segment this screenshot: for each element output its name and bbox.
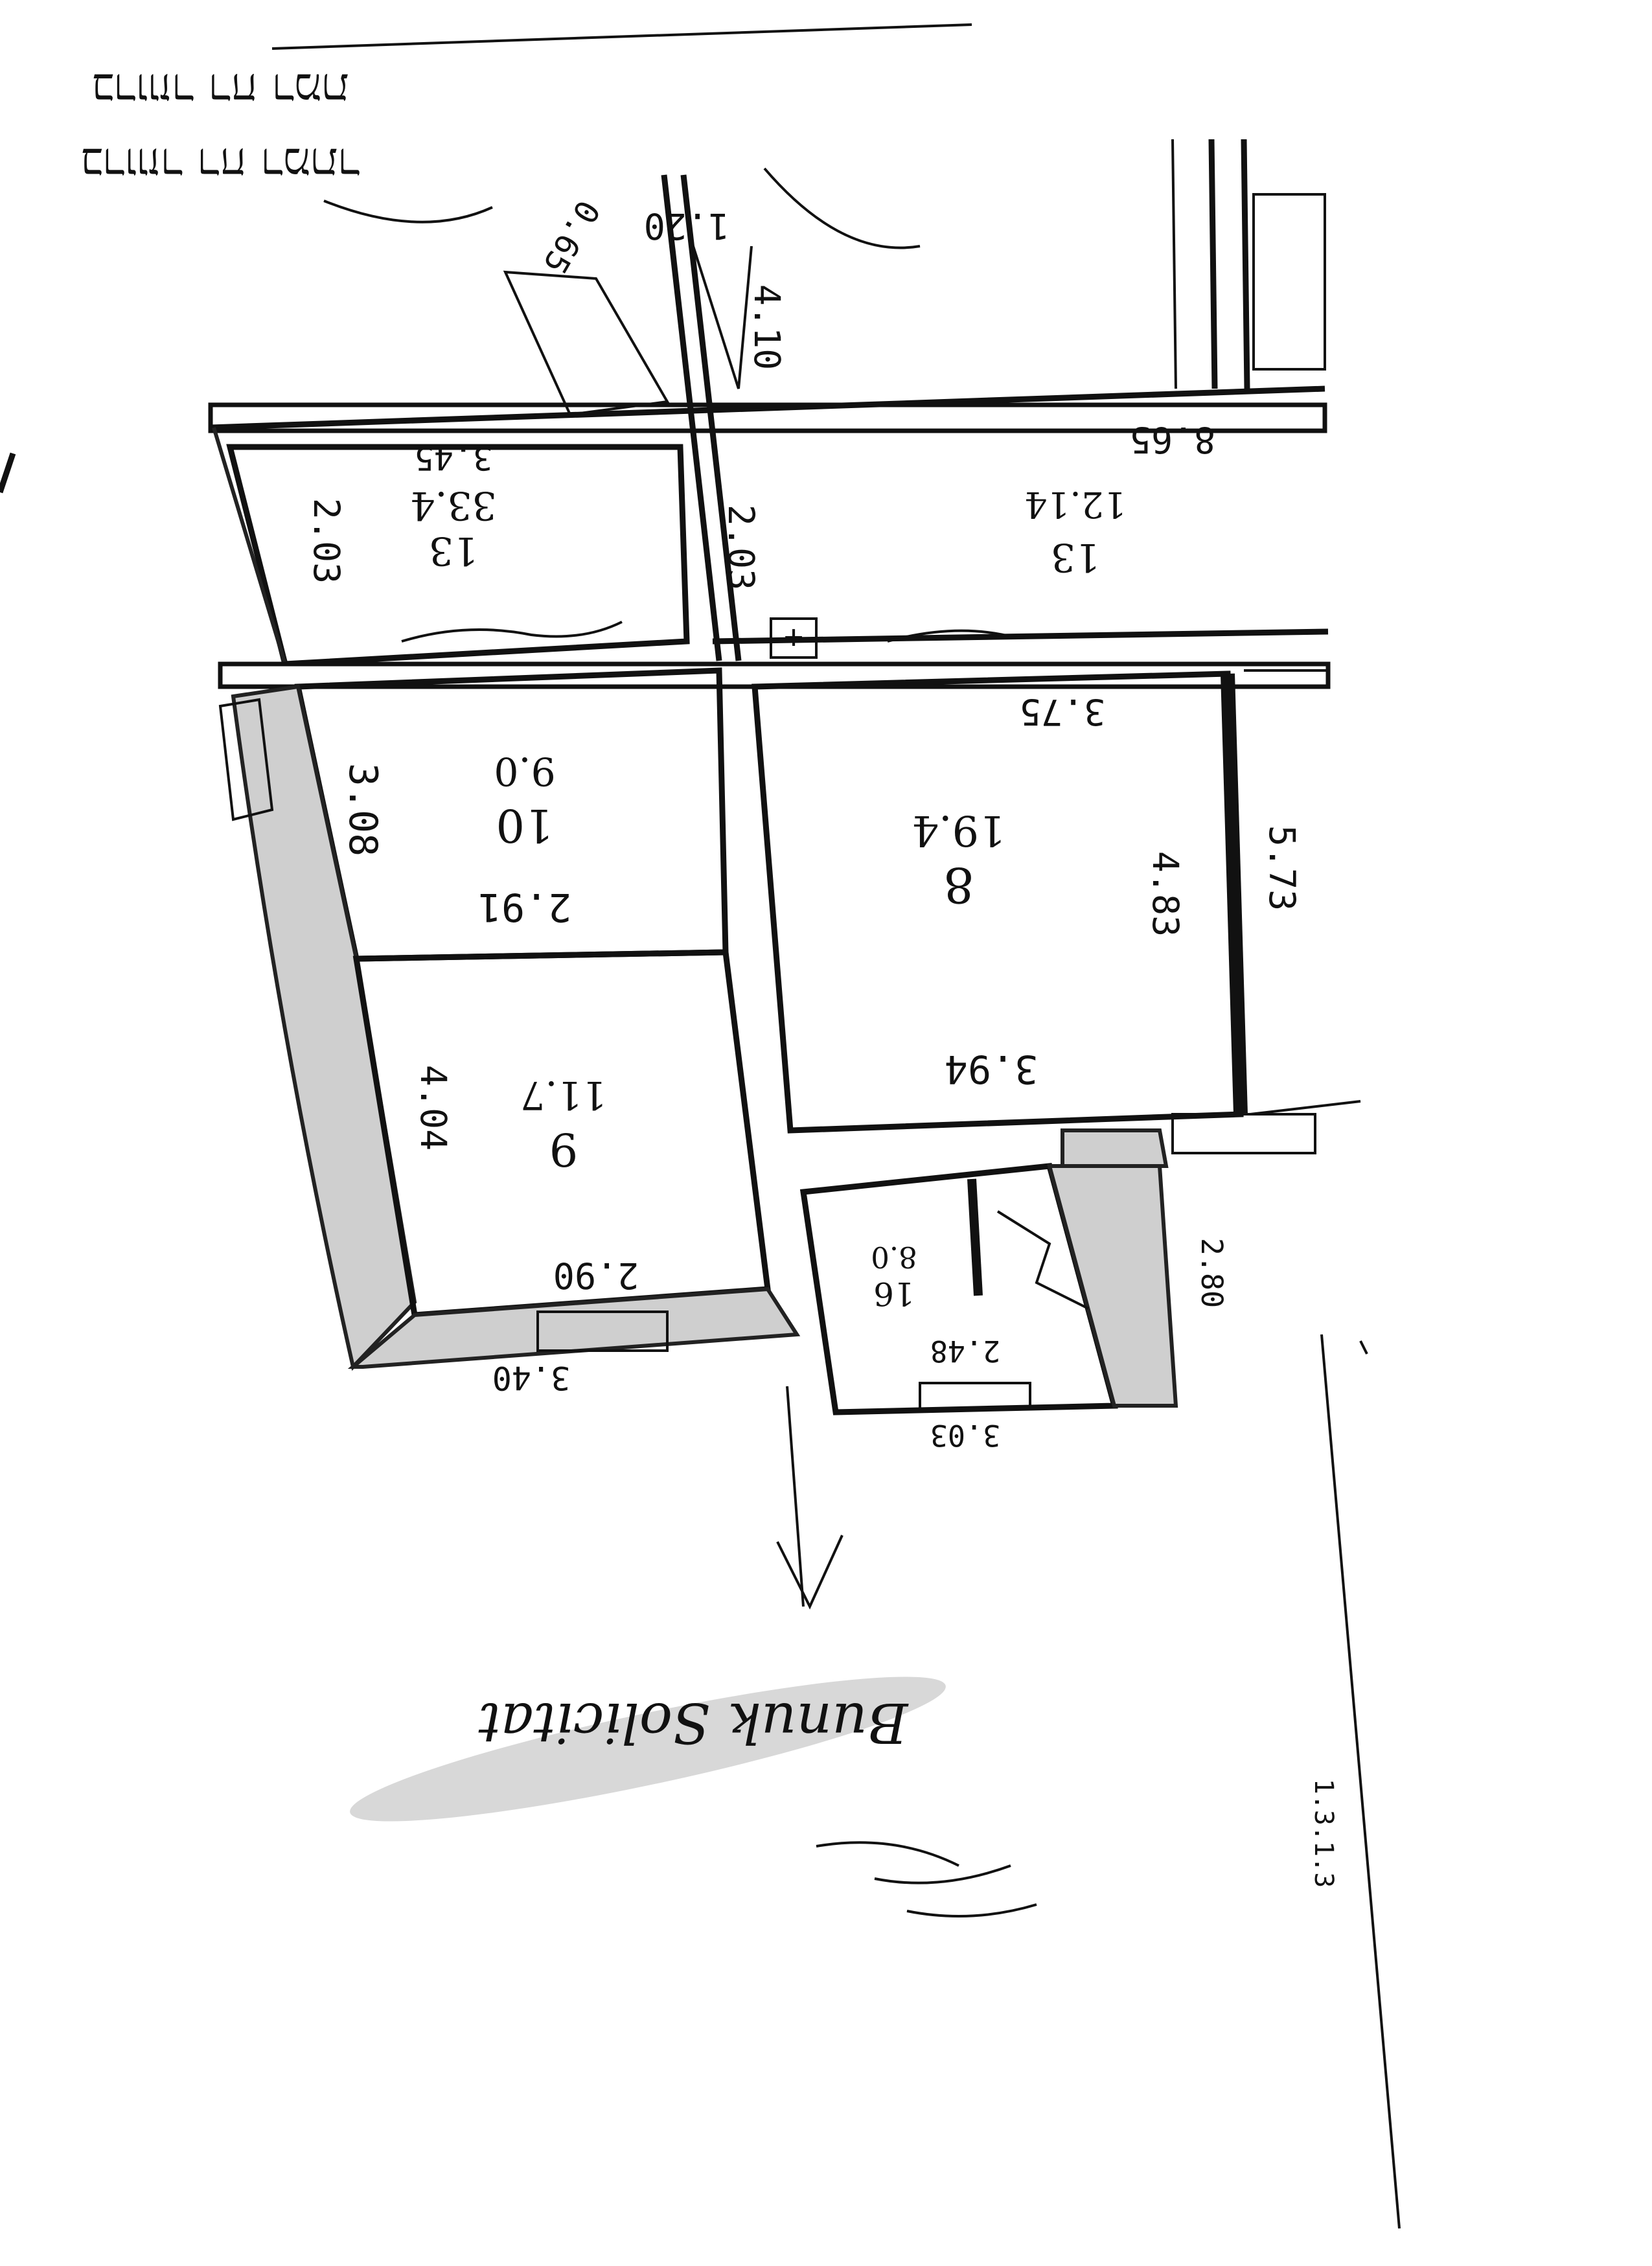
room-16-scribble <box>996 1210 1089 1310</box>
top-mark-1: 1.20 <box>644 205 729 247</box>
room-10-number: 10 <box>496 799 553 852</box>
room-13a-scribble <box>401 621 623 643</box>
room-10-length: 2.91 <box>478 884 572 930</box>
outer-wall-right-3 <box>1171 139 1177 389</box>
room-10-area: 9.0 <box>494 748 555 794</box>
handwritten-note: Bunuk Solicitat <box>478 1690 910 1754</box>
room-16-partition <box>967 1178 983 1296</box>
room-16-number: 16 <box>873 1275 915 1312</box>
margin-note: 1.3.1.3 <box>1309 1779 1338 1888</box>
room-16-side: 2.80 <box>1195 1238 1229 1308</box>
stair-shape-2 <box>692 246 753 389</box>
room-9-area: 11.7 <box>520 1072 607 1117</box>
room-13a-length: 3.45 <box>415 439 492 477</box>
room-9-side: 4.04 <box>413 1065 454 1150</box>
property-line <box>1320 1334 1401 2229</box>
corridor-wall-right <box>680 174 742 661</box>
room-13a-outline <box>226 444 690 667</box>
room-16-right-wall <box>1047 1164 1178 1408</box>
room-9-bottom: 2.90 <box>553 1255 639 1296</box>
edge-mark <box>0 452 16 494</box>
room-8-side: 4.83 <box>1145 851 1186 937</box>
left-diag-wall <box>212 427 287 665</box>
room-13a-width: 2.03 <box>306 498 347 584</box>
room-16-window <box>919 1382 1031 1410</box>
top-wall-line <box>210 385 1325 431</box>
top-rule <box>271 23 972 50</box>
room-13a-area: 33.4 <box>410 483 497 528</box>
outer-wall-right-2 <box>1241 139 1250 389</box>
room-16-area: 8.0 <box>871 1240 917 1274</box>
room-9-window <box>536 1310 669 1352</box>
door-swing-top <box>763 167 921 249</box>
room-13b-bottom-wall <box>712 628 1329 645</box>
room-13a-number: 13 <box>429 528 478 573</box>
room-13b-number: 13 <box>1051 534 1100 580</box>
stair-shape <box>503 270 670 417</box>
room-13b-area: 12.14 <box>1024 484 1126 525</box>
room-9-number: 9 <box>549 1123 579 1176</box>
room-13b-scribble <box>887 629 1018 643</box>
header-line-1: ברווזר רח רמת <box>92 63 349 117</box>
room-8-number: 8 <box>943 856 974 913</box>
scribble-marks <box>816 1841 1037 1917</box>
room-8-window <box>1171 1113 1316 1154</box>
entrance-line <box>786 1386 805 1607</box>
room-8-area: 19.4 <box>912 806 1006 854</box>
plus-box <box>770 617 818 659</box>
room-9-bottom-wall <box>347 1287 801 1369</box>
top-mark-2: 4.10 <box>746 284 788 370</box>
outer-wall-right <box>1208 139 1218 389</box>
right-ext-line-2 <box>1250 1100 1361 1116</box>
property-tick <box>1359 1340 1368 1355</box>
door-swing-top-2 <box>323 200 493 223</box>
room-16-bottom: 2.48 <box>930 1334 1000 1368</box>
left-hatched-wall <box>231 684 417 1371</box>
room-8-outside: 5.73 <box>1261 825 1303 911</box>
entrance-arrow-icon <box>776 1535 843 1610</box>
left-window <box>218 698 274 821</box>
room-8-top: 3.75 <box>1020 691 1105 733</box>
top-mark-3: 0.65 <box>536 194 607 280</box>
room-10-width: 3.08 <box>340 763 385 857</box>
window-box <box>1252 193 1326 371</box>
corridor-wall-left <box>661 174 722 661</box>
stamp-smudge <box>350 1677 946 1822</box>
header-line-2: ברווזר רח רמתר <box>80 138 360 191</box>
room-8-bottom: 3.94 <box>945 1046 1038 1092</box>
room-8-right-wall <box>1221 673 1248 1115</box>
plus-sign: + <box>784 618 803 656</box>
room-9-under: 3.40 <box>492 1359 570 1397</box>
room-13b-length: 8.65 <box>1130 419 1215 461</box>
room-13a-side: 2.03 <box>720 505 762 590</box>
room-16-top-wall <box>1061 1128 1169 1168</box>
room-16-under: 3.03 <box>930 1418 1000 1452</box>
